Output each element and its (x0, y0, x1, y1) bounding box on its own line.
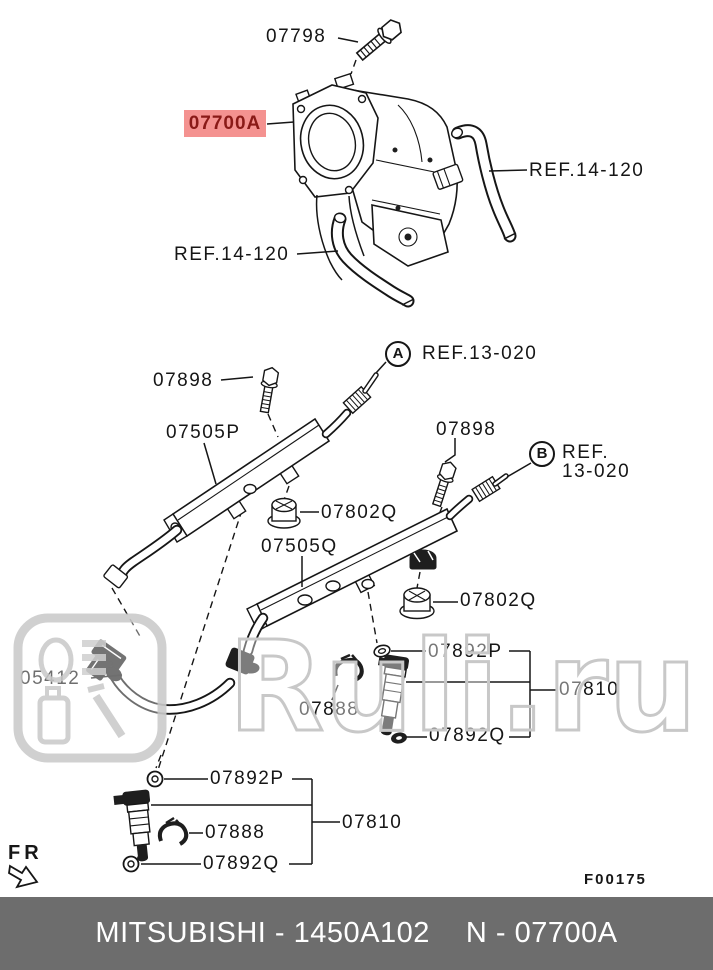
injector-front-drawing (113, 789, 151, 862)
label-oring-lower-front: 07892Q (203, 853, 280, 874)
label-oring-upper-front: 07892P (210, 768, 285, 789)
hose-left-drawing (330, 212, 415, 308)
label-clamp-front: 07888 (205, 822, 266, 843)
hose-right-drawing (450, 124, 517, 243)
label-drawing-code: F00175 (584, 871, 647, 888)
callout-b-badge: B (529, 441, 555, 467)
bolt-top-drawing (353, 15, 407, 65)
footer-brand-part: MITSUBISHI - 1450A102 (95, 917, 430, 949)
footer-bar: MITSUBISHI - 1450A102 N - 07700A (0, 897, 713, 970)
label-ref-view-b-line2: 13-020 (562, 461, 631, 482)
insulator-rear-drawing (399, 587, 435, 620)
label-insulator-rear: 07802Q (460, 590, 537, 611)
throttle-body-label: 07700A (184, 110, 266, 137)
label-ref-hose-right: REF.14-120 (529, 160, 645, 181)
label-clamp-rear: 07888 (299, 699, 360, 720)
clamp-front-drawing (157, 816, 189, 846)
fuel-rail-rear-drawing (225, 473, 509, 675)
oring-lower-front-drawing (122, 855, 140, 873)
label-bolt-rear: 07898 (436, 419, 497, 440)
fr-arrow-icon (8, 864, 39, 889)
throttle-body-drawing (292, 72, 464, 281)
insulator-front-drawing (267, 497, 301, 529)
label-injector-assy-front: 07810 (342, 812, 403, 833)
label-injector-assy-rear: 07810 (559, 679, 620, 700)
fuel-rail-front-drawing (103, 372, 379, 589)
oring-upper-front-drawing (146, 770, 164, 788)
bolt-front-drawing (255, 365, 281, 415)
injector-rear-drawing (378, 654, 410, 736)
bracket-lines (151, 650, 556, 865)
oring-lower-rear-drawing (391, 732, 407, 744)
callout-a-badge: A (385, 341, 411, 367)
label-ref-view-b-line1: REF. (562, 442, 610, 463)
label-oring-lower-rear: 07892Q (429, 725, 506, 746)
label-insulator-front: 07802Q (321, 502, 398, 523)
label-bolt-front: 07898 (153, 370, 214, 391)
label-ref-view-a: REF.13-020 (422, 343, 538, 364)
fuel-hose-connector-drawing (86, 639, 236, 715)
clamp-rear-drawing (333, 653, 364, 682)
oring-upper-rear-drawing (373, 644, 391, 658)
label-bolt-top: 07798 (266, 26, 327, 47)
label-fuel-hose-connector: 05412 (20, 668, 81, 689)
label-fuel-rail-rear: 07505Q (261, 536, 338, 557)
label-fr-orientation: FR (8, 842, 43, 864)
label-fuel-rail-front: 07505P (166, 422, 241, 443)
label-ref-hose-left: REF.14-120 (174, 244, 290, 265)
footer-page-ref: N - 07700A (465, 917, 618, 949)
label-ref-view-b: REF. 13-020 (562, 443, 630, 481)
bolt-rear-drawing (428, 459, 459, 509)
label-oring-upper-rear: 07892P (428, 641, 503, 662)
